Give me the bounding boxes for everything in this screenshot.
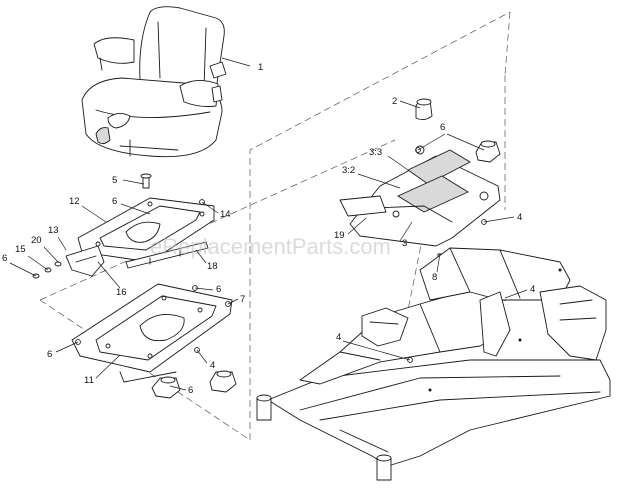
callout-c4d: 4	[210, 360, 215, 371]
callout-c19: 19	[334, 230, 345, 241]
callout-c6b: 6	[112, 196, 117, 207]
leader-line-c4c	[342, 340, 411, 361]
leader-line-c8	[436, 253, 441, 273]
callout-c13: 13	[48, 225, 59, 236]
callout-c14: 14	[220, 209, 231, 220]
callout-c33: 3:3	[369, 147, 382, 158]
callout-c12: 12	[69, 196, 80, 207]
leader-line-c18	[195, 249, 207, 264]
mower-frame	[256, 247, 611, 481]
leader-line-c20	[43, 246, 59, 263]
leader-line-c6d	[194, 287, 214, 291]
leader-line-c4a	[483, 216, 515, 223]
bolt-5	[140, 173, 152, 189]
isolator-2	[415, 98, 433, 153]
leader-line-c32	[357, 173, 401, 189]
leader-line-c6a2	[446, 133, 485, 151]
leader-line-c4b	[504, 289, 528, 299]
seat-platform-panel	[349, 145, 501, 247]
callout-c6a: 6	[440, 122, 445, 133]
callout-c8: 8	[432, 272, 437, 283]
seat-assembly	[81, 6, 227, 158]
callout-c32: 3:2	[342, 165, 355, 176]
callout-c7: 7	[240, 294, 245, 305]
callout-c2: 2	[392, 96, 397, 107]
adjuster-bracket	[65, 245, 105, 277]
slide-rail	[125, 241, 209, 269]
leader-line-c1	[221, 57, 251, 67]
hardware-small	[32, 261, 62, 279]
callout-c20: 20	[31, 235, 42, 246]
callout-c6f: 6	[188, 385, 193, 396]
seat-base-plate	[71, 283, 233, 383]
callout-c15: 15	[15, 244, 26, 255]
leader-line-c33	[387, 155, 409, 171]
callout-c6e: 6	[47, 349, 52, 360]
callout-c5: 5	[112, 175, 117, 186]
callout-c18: 18	[207, 261, 218, 272]
leader-line-c6c	[9, 262, 37, 277]
leader-line-c14	[201, 201, 219, 214]
callout-c6d: 6	[216, 284, 221, 295]
leader-line-c4d	[196, 349, 208, 364]
leader-line-c5	[122, 179, 145, 185]
callout-c11: 11	[84, 375, 94, 386]
leader-line-c12	[81, 205, 107, 223]
leader-line-c6b	[120, 203, 151, 215]
callout-c6c: 6	[2, 253, 7, 264]
leader-line-c7	[227, 298, 239, 305]
callout-c4a: 4	[517, 212, 522, 223]
leader-line-c15	[27, 255, 49, 271]
isolator-mounts-lower	[151, 370, 237, 399]
callout-c4b: 4	[530, 284, 535, 295]
callout-c1: 1	[258, 62, 263, 73]
leader-line-c2	[399, 100, 421, 109]
leader-line-c6f	[169, 385, 187, 391]
leader-line-c6a	[417, 133, 446, 151]
leader-line-c11	[95, 354, 121, 379]
isolator-6-right	[475, 140, 501, 163]
seal-strip	[339, 195, 387, 217]
callout-c4c: 4	[336, 332, 341, 343]
callout-c16: 16	[116, 287, 127, 298]
callout-c3: 3	[402, 238, 407, 249]
leader-line-c13	[57, 236, 67, 251]
leader-line-c3	[399, 221, 413, 242]
leader-line-c19	[347, 217, 367, 235]
leader-line-c6e	[55, 341, 79, 353]
watermark: eReplacementParts.com	[150, 234, 391, 259]
leader-line-c16	[97, 261, 121, 289]
